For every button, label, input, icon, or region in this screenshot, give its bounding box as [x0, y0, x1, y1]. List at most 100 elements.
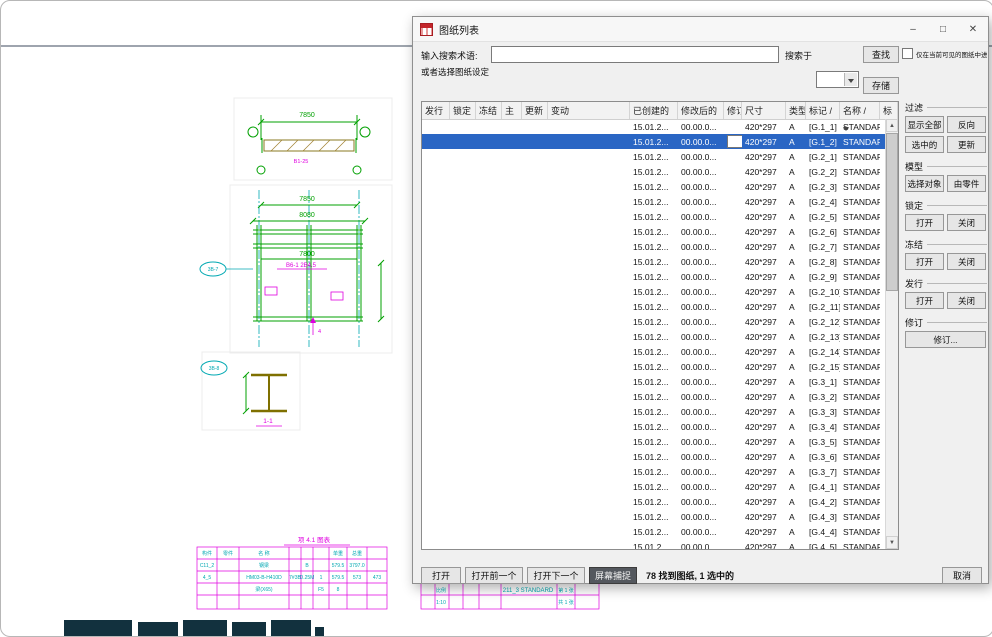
column-header[interactable]: 发行: [422, 102, 450, 119]
cell: [G.4_3]: [806, 512, 840, 522]
column-header[interactable]: 修订: [724, 102, 742, 119]
column-header[interactable]: 修改后的: [678, 102, 724, 119]
drawing-row[interactable]: 15.01.2...00.00.0...420*297A[G.3_7]STAND…: [422, 464, 886, 479]
vertical-scrollbar[interactable]: ▲ ▼: [885, 119, 898, 549]
drawing-row[interactable]: 15.01.2...00.00.0...420*297A[G.4_5]STAND…: [422, 539, 886, 549]
panel-button[interactable]: 打开: [905, 214, 944, 231]
cancel-button[interactable]: 取消: [942, 567, 982, 584]
column-header[interactable]: 标记 /: [806, 102, 840, 119]
panel-button[interactable]: 关闭: [947, 253, 986, 270]
cell: A: [786, 347, 806, 357]
drawing-row[interactable]: 15.01.2...00.00.0...420*297A[G.2_4]STAND…: [422, 194, 886, 209]
open-button[interactable]: 打开: [421, 567, 461, 584]
cell: STANDARD: [840, 512, 880, 522]
column-header[interactable]: 尺寸: [742, 102, 786, 119]
drawing-row[interactable]: 15.01.2...00.00.0...420*297A[G.3_5]STAND…: [422, 434, 886, 449]
search-in-combo[interactable]: [816, 71, 859, 88]
cell: 420*297: [742, 137, 786, 147]
cell: A: [786, 512, 806, 522]
panel-button[interactable]: 关闭: [947, 214, 986, 231]
cell: 00.00.0...: [678, 317, 724, 327]
scroll-up-arrow[interactable]: ▲: [886, 119, 898, 132]
svg-text:D.25M: D.25M: [300, 575, 315, 581]
drawing-row[interactable]: 15.01.2...00.00.0...420*297A[G.3_1]STAND…: [422, 374, 886, 389]
drawings-table: 发行锁定冻结主更新变动已创建的修改后的修订尺寸类型标记 /名称 /标 15.01…: [421, 101, 899, 550]
drawing-row[interactable]: 15.01.2...00.00.0...420*297A[G.2_6]STAND…: [422, 224, 886, 239]
panel-button[interactable]: 选择对象: [905, 175, 944, 192]
column-header[interactable]: 类型: [786, 102, 806, 119]
panel-button[interactable]: 修订...: [905, 331, 986, 348]
drawing-row[interactable]: 15.01.2...00.00.0...420*297A[G.2_15]STAN…: [422, 359, 886, 374]
panel-button[interactable]: 显示全部: [905, 116, 944, 133]
title-block-text: 211_3 STANDARD 比例 1:10 第 1 张 共 1 张: [436, 587, 574, 606]
drawing-row[interactable]: 15.01.2...00.00.0...420*297A[G.2_8]STAND…: [422, 254, 886, 269]
drawing-row[interactable]: 15.01.2...00.00.0...420*297A[G.2_9]STAND…: [422, 269, 886, 284]
save-button[interactable]: 存储: [863, 77, 899, 94]
panel-button[interactable]: 反向: [947, 116, 986, 133]
column-header[interactable]: 名称 /: [840, 102, 880, 119]
cell: 420*297: [742, 437, 786, 447]
open-next-button[interactable]: 打开下一个: [527, 567, 585, 584]
column-header[interactable]: 更新: [522, 102, 548, 119]
drawing-row[interactable]: 15.01.2...00.00.0...420*297A[G.2_11]STAN…: [422, 299, 886, 314]
detail-mark-text: B6-1 2B4.5: [286, 263, 317, 269]
find-button[interactable]: 查找: [863, 46, 899, 63]
drawing-row[interactable]: 15.01.2...00.00.0...420*297A[G.3_3]STAND…: [422, 404, 886, 419]
cell: A: [786, 122, 806, 132]
svg-text:名 称: 名 称: [258, 550, 269, 557]
cell: 420*297: [742, 422, 786, 432]
drawing-row[interactable]: 15.01.2...00.00.0...420*297A[G.2_3]STAND…: [422, 179, 886, 194]
cell: [G.4_2]: [806, 497, 840, 507]
cell: 00.00.0...: [678, 347, 724, 357]
cell: 00.00.0...: [678, 272, 724, 282]
scroll-down-arrow[interactable]: ▼: [886, 536, 898, 549]
drawing-row[interactable]: 15.01.2...00.00.0...420*297A[G.2_13]STAN…: [422, 329, 886, 344]
cell: [G.4_1]: [806, 482, 840, 492]
drawing-row[interactable]: 15.01.2...00.00.0...420*297A[G.1_1]STAND…: [422, 119, 886, 134]
dialog-titlebar[interactable]: 图纸列表 – □ ✕: [413, 17, 988, 42]
panel-button[interactable]: 由零件: [947, 175, 986, 192]
drawing-row[interactable]: 15.01.2...00.00.0...420*297A[G.4_2]STAND…: [422, 494, 886, 509]
drawing-row[interactable]: 15.01.2...00.00.0...420*297A[G.1_2]STAND…: [422, 134, 886, 149]
drawing-row[interactable]: 15.01.2...00.00.0...420*297A[G.2_7]STAND…: [422, 239, 886, 254]
drawing-row[interactable]: 15.01.2...00.00.0...420*297A[G.3_4]STAND…: [422, 419, 886, 434]
drawing-row[interactable]: 15.01.2...00.00.0...420*297A[G.3_2]STAND…: [422, 389, 886, 404]
cell: [G.3_2]: [806, 392, 840, 402]
column-header[interactable]: 变动: [548, 102, 630, 119]
close-button[interactable]: ✕: [958, 17, 988, 41]
cell: 00.00.0...: [678, 512, 724, 522]
column-header[interactable]: 标: [880, 102, 898, 119]
visible-only-checkbox[interactable]: 仅在当前可见的图纸中进行搜索: [902, 48, 987, 59]
column-header[interactable]: 已创建的: [630, 102, 678, 119]
open-previous-button[interactable]: 打开前一个: [465, 567, 523, 584]
panel-button[interactable]: 更新: [947, 136, 986, 153]
panel-button[interactable]: 打开: [905, 292, 944, 309]
panel-button[interactable]: 关闭: [947, 292, 986, 309]
minimize-button[interactable]: –: [898, 17, 928, 41]
column-header[interactable]: 锁定: [450, 102, 476, 119]
cell: 00.00.0...: [678, 467, 724, 477]
revision-edit-box[interactable]: [727, 135, 742, 148]
cell: [G.3_4]: [806, 422, 840, 432]
panel-button[interactable]: 打开: [905, 253, 944, 270]
drawing-row[interactable]: 15.01.2...00.00.0...420*297A[G.4_1]STAND…: [422, 479, 886, 494]
snapshot-button[interactable]: 屏幕捕捉: [589, 567, 637, 584]
drawing-row[interactable]: 15.01.2...00.00.0...420*297A[G.2_5]STAND…: [422, 209, 886, 224]
column-header[interactable]: 主: [502, 102, 522, 119]
column-header[interactable]: 冻结: [476, 102, 502, 119]
drawing-row[interactable]: 15.01.2...00.00.0...420*297A[G.2_10]STAN…: [422, 284, 886, 299]
drawing-row[interactable]: 15.01.2...00.00.0...420*297A[G.2_14]STAN…: [422, 344, 886, 359]
cell: STANDARD: [840, 332, 880, 342]
cell: A: [786, 332, 806, 342]
search-term-input[interactable]: [491, 46, 779, 63]
panel-button[interactable]: 选中的: [905, 136, 944, 153]
drawing-row[interactable]: 15.01.2...00.00.0...420*297A[G.4_3]STAND…: [422, 509, 886, 524]
drawing-row[interactable]: 15.01.2...00.00.0...420*297A[G.2_12]STAN…: [422, 314, 886, 329]
drawing-row[interactable]: 15.01.2...00.00.0...420*297A[G.2_2]STAND…: [422, 164, 886, 179]
drawing-row[interactable]: 15.01.2...00.00.0...420*297A[G.4_4]STAND…: [422, 524, 886, 539]
drawing-row[interactable]: 15.01.2...00.00.0...420*297A[G.3_6]STAND…: [422, 449, 886, 464]
drawing-row[interactable]: 15.01.2...00.00.0...420*297A[G.2_1]STAND…: [422, 149, 886, 164]
maximize-button[interactable]: □: [928, 17, 958, 41]
cell: [G.1_1]: [806, 122, 840, 132]
scroll-thumb[interactable]: [886, 133, 898, 291]
